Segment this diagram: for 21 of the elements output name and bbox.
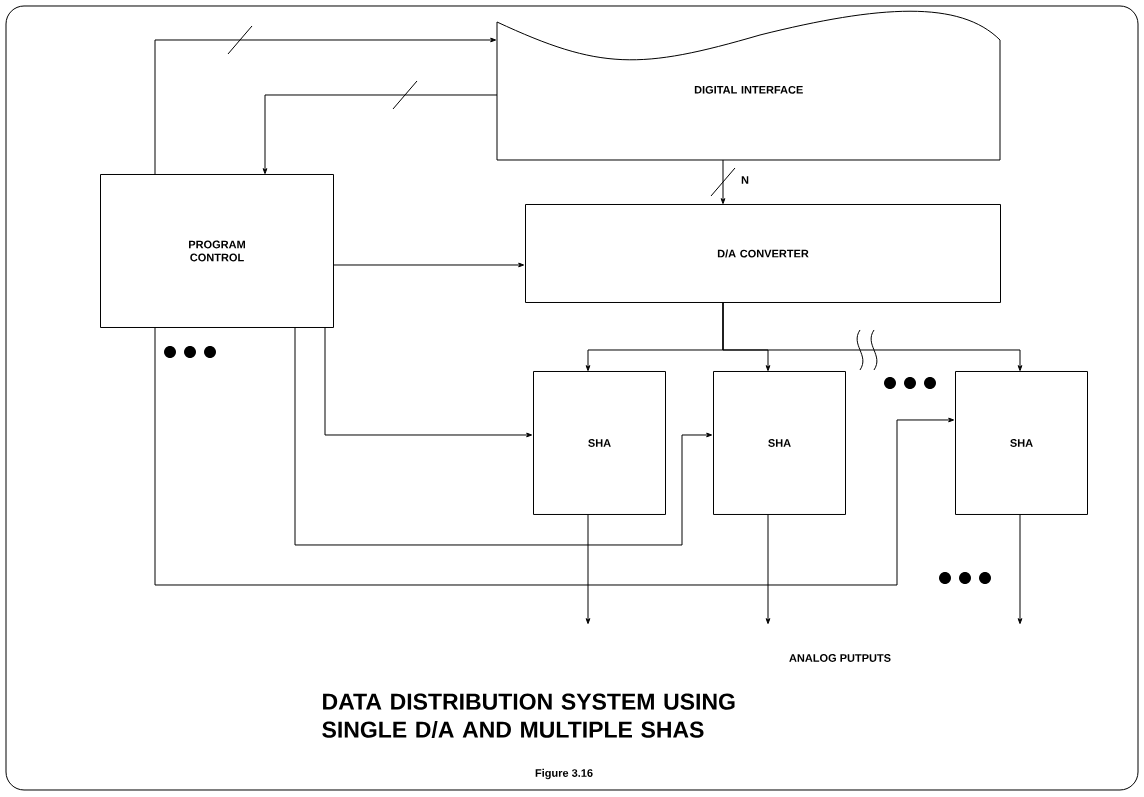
caption: Figure 3.16 <box>535 768 593 780</box>
arrow <box>585 514 591 625</box>
arrow <box>262 94 498 175</box>
arrow <box>765 514 771 625</box>
converter-box: D/A CONVERTER <box>525 204 1001 303</box>
sha-box: SHA <box>533 371 666 515</box>
arrow <box>294 327 713 546</box>
arrow <box>154 37 497 176</box>
arrow <box>324 327 533 438</box>
arrow <box>154 327 955 586</box>
arrow <box>720 159 726 205</box>
edge-label: N <box>740 175 750 185</box>
sha-box: SHA <box>955 371 1088 515</box>
arrow <box>1017 514 1023 625</box>
control-box: PROGRAM CONTROL <box>100 174 334 328</box>
arrow <box>332 262 525 268</box>
arrow <box>722 302 1023 372</box>
interface-box: DIGITAL INTERFACE <box>496 10 1001 161</box>
title: DATA DISTRIBUTION SYSTEM USING SINGLE D/A AND MULTIPLE SHAS <box>322 693 735 739</box>
sha-box: SHA <box>713 371 846 515</box>
output-label: ANALOG PUTPUTS <box>789 654 891 662</box>
